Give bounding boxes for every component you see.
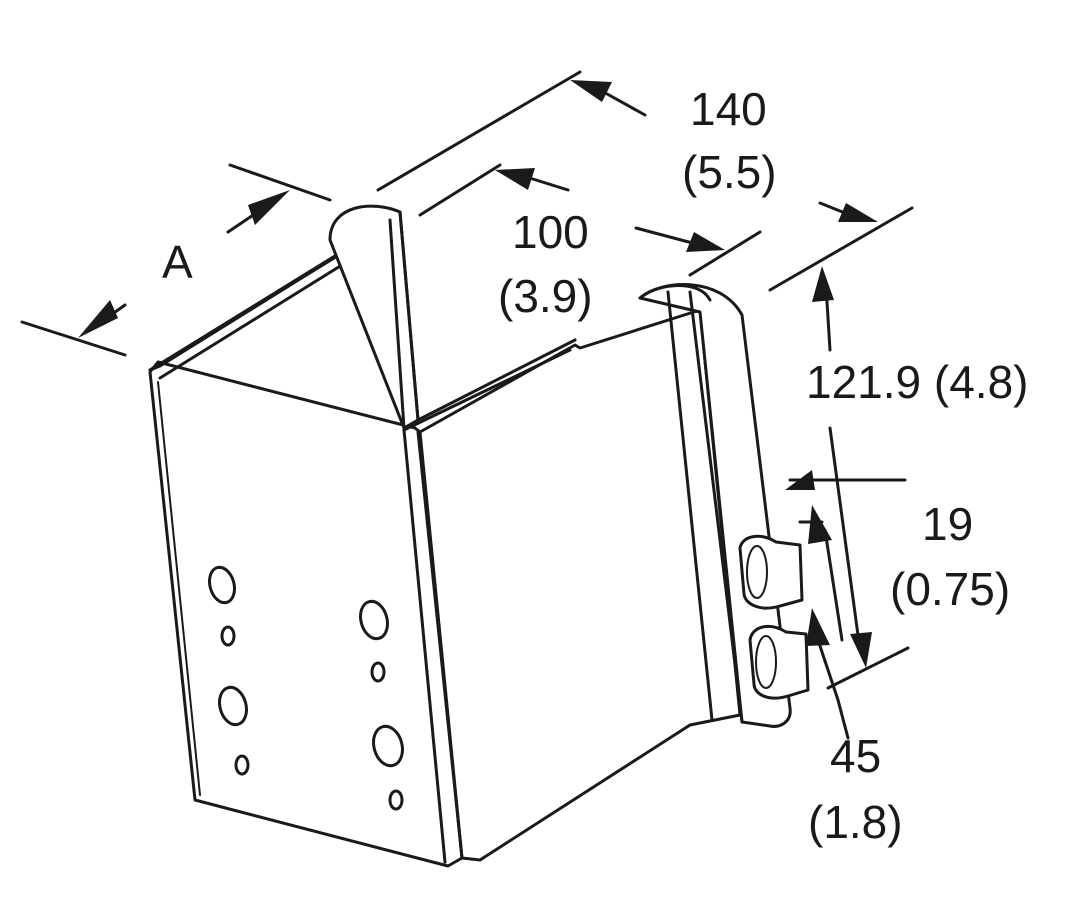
flange-slot-lower	[748, 624, 810, 700]
dimension-121-9	[812, 266, 872, 668]
label-140-mm: 140	[690, 83, 767, 135]
dimension-a	[20, 163, 332, 357]
label-45-in: (1.8)	[808, 796, 903, 848]
label-140-in: (5.5)	[682, 146, 777, 198]
dimension-100	[418, 163, 762, 342]
label-a: A	[162, 236, 193, 288]
label-45-mm: 45	[830, 730, 881, 782]
side-face	[418, 308, 742, 862]
label-19-mm: 19	[922, 498, 973, 550]
front-face-holes	[208, 565, 404, 811]
rear-fold	[328, 204, 420, 430]
label-100-in: (3.9)	[498, 270, 593, 322]
label-121-9: 121.9 (4.8)	[806, 356, 1028, 408]
label-19-in: (0.75)	[890, 563, 1010, 615]
dimension-140	[376, 70, 914, 292]
bracket-part	[148, 204, 810, 868]
dimension-45	[806, 608, 910, 740]
label-100-mm: 100	[512, 206, 589, 258]
flange-slot-upper	[738, 534, 804, 610]
dimension-19	[785, 470, 907, 642]
front-face	[148, 360, 464, 868]
